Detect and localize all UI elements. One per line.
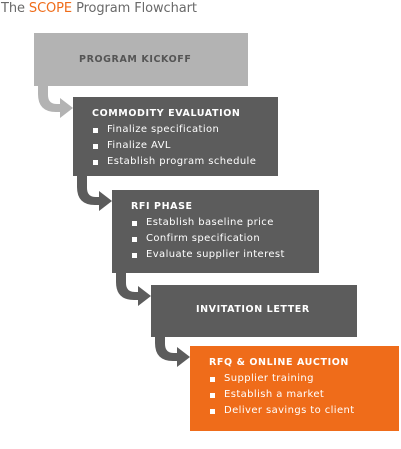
list-item: Supplier training [209, 371, 399, 387]
list-item: Deliver savings to client [209, 403, 399, 419]
list-item-label: Evaluate supplier interest [146, 249, 285, 260]
bullet-square-icon [210, 409, 215, 414]
list-item: Finalize AVL [92, 138, 278, 154]
bullet-square-icon [132, 237, 137, 242]
step-title: RFI PHASE [131, 201, 193, 212]
title-suffix: Program Flowchart [72, 1, 197, 16]
arrow-invitation-to-auction [155, 337, 190, 367]
list-item: Establish program schedule [92, 154, 278, 170]
step-item-list: Establish baseline price Confirm specifi… [131, 215, 319, 263]
bullet-square-icon [132, 253, 137, 258]
bullet-square-icon [132, 221, 137, 226]
step-item-list: Finalize specification Finalize AVL Esta… [92, 122, 278, 170]
list-item: Confirm specification [131, 231, 319, 247]
step-item-list: Supplier training Establish a market Del… [209, 371, 399, 419]
bullet-square-icon [210, 393, 215, 398]
title-accent: SCOPE [28, 1, 73, 16]
step-rfi-phase: RFI PHASE Establish baseline price Confi… [112, 190, 319, 273]
step-commodity-evaluation: COMMODITY EVALUATION Finalize specificat… [73, 97, 278, 176]
arrow-kickoff-to-evaluation [38, 86, 73, 118]
bullet-square-icon [210, 377, 215, 382]
title-prefix: The [1, 1, 29, 16]
list-item-label: Finalize AVL [107, 140, 171, 151]
list-item-label: Finalize specification [107, 124, 220, 135]
step-rfq-online-auction: RFQ & ONLINE AUCTION Supplier training E… [190, 346, 399, 431]
arrow-rfi-to-invitation [116, 273, 151, 306]
step-title: PROGRAM KICKOFF [79, 54, 192, 65]
list-item-label: Establish program schedule [107, 156, 257, 167]
list-item: Evaluate supplier interest [131, 247, 319, 263]
bullet-square-icon [93, 160, 98, 165]
page-title: The SCOPE Program Flowchart [1, 1, 197, 16]
step-title: INVITATION LETTER [196, 304, 310, 315]
list-item-label: Establish a market [224, 389, 325, 400]
arrow-evaluation-to-rfi [77, 176, 112, 211]
step-invitation-letter: INVITATION LETTER [151, 285, 357, 337]
list-item-label: Supplier training [224, 373, 314, 384]
list-item-label: Establish baseline price [146, 217, 274, 228]
step-program-kickoff: PROGRAM KICKOFF [34, 33, 248, 86]
list-item: Establish baseline price [131, 215, 319, 231]
list-item-label: Deliver savings to client [224, 405, 355, 416]
bullet-square-icon [93, 144, 98, 149]
step-title: RFQ & ONLINE AUCTION [209, 357, 349, 368]
list-item: Finalize specification [92, 122, 278, 138]
bullet-square-icon [93, 128, 98, 133]
list-item: Establish a market [209, 387, 399, 403]
list-item-label: Confirm specification [146, 233, 261, 244]
step-title: COMMODITY EVALUATION [92, 108, 241, 119]
